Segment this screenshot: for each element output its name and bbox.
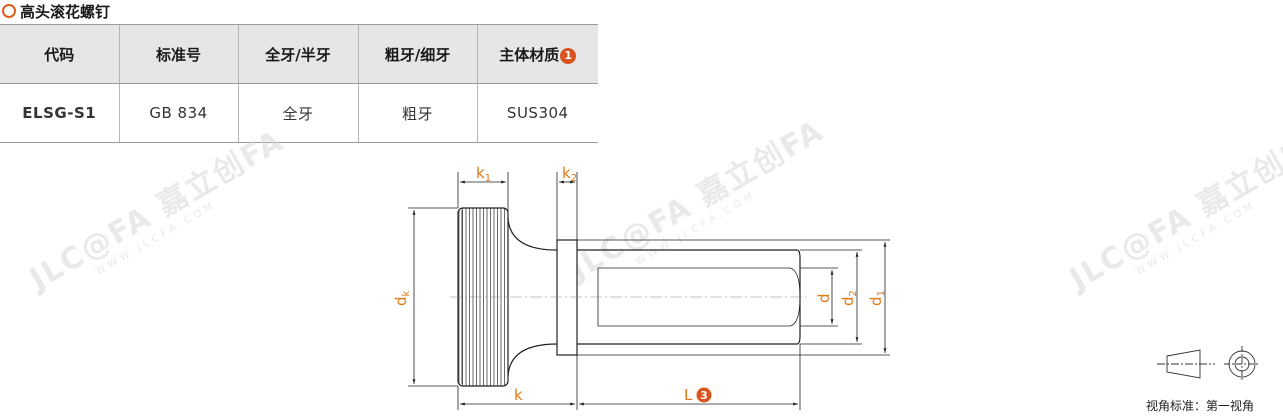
circle-bullet-icon — [2, 4, 16, 18]
cell-thread-length: 全牙 — [237, 83, 358, 143]
view-standard-label: 视角标准：第一视角 — [1146, 399, 1255, 413]
header-thread-length: 全牙/半牙 — [237, 24, 358, 84]
label-k1: k1 — [476, 164, 491, 184]
header-thread-pitch: 粗牙/细牙 — [357, 24, 477, 84]
table-row: ELSG-S1 GB 834 全牙 粗牙 SUS304 — [0, 83, 598, 143]
note-badge-3-text: 3 — [700, 389, 708, 402]
note-badge-3 — [696, 387, 712, 403]
label-k: k — [514, 386, 523, 404]
cell-standard: GB 834 — [118, 83, 238, 143]
cell-thread-pitch: 粗牙 — [357, 83, 477, 143]
screw-outline — [457, 207, 801, 387]
header-material-label: 主体材质 — [499, 45, 560, 64]
label-L: L — [684, 386, 693, 404]
label-d2: d2 — [839, 290, 859, 306]
dimension-labels: k1 k2 dk d d2 d1 k L 3 — [392, 164, 887, 404]
dimension-lines — [408, 172, 890, 410]
first-angle-projection-icon — [1157, 346, 1260, 382]
label-d1: d1 — [867, 290, 887, 306]
cell-code: ELSG-S1 — [0, 83, 119, 143]
label-k2: k2 — [562, 164, 577, 184]
page-title: 高头滚花螺钉 — [2, 0, 110, 22]
header-standard: 标准号 — [118, 24, 238, 84]
label-dk: dk — [392, 290, 412, 306]
header-code: 代码 — [0, 24, 119, 84]
note-badge-1: 1 — [560, 47, 577, 64]
title-text: 高头滚花螺钉 — [20, 2, 111, 21]
label-d: d — [815, 293, 833, 303]
cell-material: SUS304 — [476, 83, 598, 143]
